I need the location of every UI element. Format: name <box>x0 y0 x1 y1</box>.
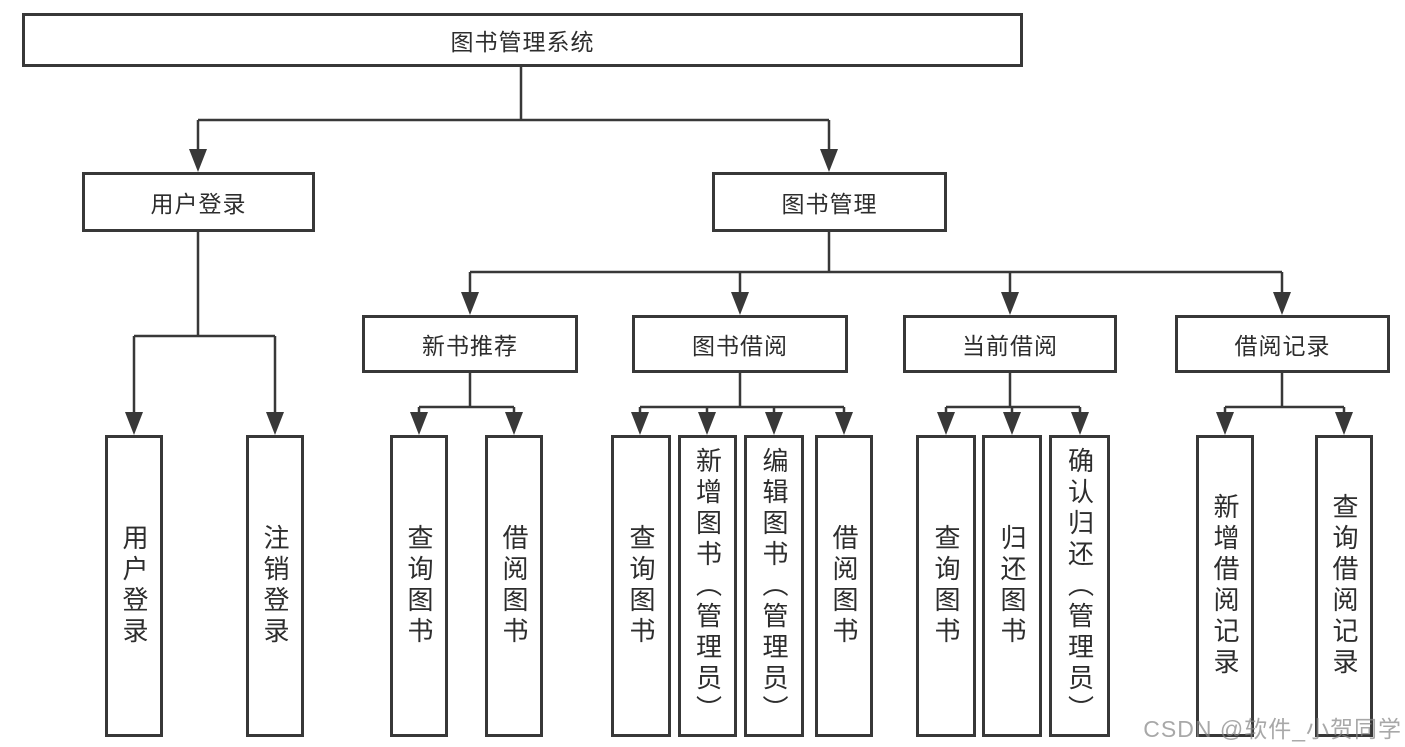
node-label: 用户登录 <box>150 191 247 217</box>
leaf-query-books-current: 查询图书 <box>916 435 976 737</box>
node-borrowing-records: 借阅记录 <box>1175 315 1390 373</box>
leaf-add-book-admin: 新增图书（管理员） <box>678 435 737 737</box>
arrowheads <box>125 149 1353 435</box>
leaf-return-book: 归还图书 <box>982 435 1042 737</box>
node-label: 确认归还（管理员） <box>1064 446 1095 726</box>
node-label: 查询图书 <box>626 524 656 648</box>
node-label: 用户登录 <box>119 524 149 648</box>
leaf-user-login: 用户登录 <box>105 435 163 737</box>
node-label: 借阅图书 <box>499 524 529 648</box>
node-user-login: 用户登录 <box>82 172 315 232</box>
leaf-logout: 注销登录 <box>246 435 304 737</box>
node-new-book-recommendation: 新书推荐 <box>362 315 578 373</box>
leaf-borrow-books-recommend: 借阅图书 <box>485 435 543 737</box>
leaf-query-books-borrow: 查询图书 <box>611 435 671 737</box>
node-label: 注销登录 <box>260 524 290 648</box>
tree-edges <box>132 66 1346 415</box>
node-label: 新书推荐 <box>422 333 518 359</box>
node-label: 查询图书 <box>404 524 434 648</box>
node-current-borrowing: 当前借阅 <box>903 315 1117 373</box>
leaf-query-books-recommend: 查询图书 <box>390 435 448 737</box>
node-label: 归还图书 <box>997 524 1027 648</box>
node-label: 新增图书（管理员） <box>692 446 723 726</box>
leaf-edit-book-admin: 编辑图书（管理员） <box>744 435 804 737</box>
node-label: 图书管理系统 <box>450 29 595 55</box>
node-label: 新增借阅记录 <box>1210 493 1240 679</box>
node-label: 图书借阅 <box>692 333 788 359</box>
node-label: 查询借阅记录 <box>1329 493 1359 679</box>
node-book-borrowing: 图书借阅 <box>632 315 848 373</box>
node-label: 借阅记录 <box>1234 333 1331 359</box>
csdn-watermark: CSDN @软件_小贺同学 <box>1143 716 1402 742</box>
node-label: 图书管理 <box>781 191 878 217</box>
leaf-add-borrow-record: 新增借阅记录 <box>1196 435 1254 737</box>
node-label: 查询图书 <box>931 524 961 648</box>
node-label: 编辑图书（管理员） <box>759 446 789 726</box>
leaf-borrow-books: 借阅图书 <box>815 435 873 737</box>
node-label: 借阅图书 <box>829 524 859 648</box>
leaf-query-borrow-record: 查询借阅记录 <box>1315 435 1373 737</box>
node-label: 当前借阅 <box>962 333 1058 359</box>
node-book-management: 图书管理 <box>712 172 947 232</box>
leaf-confirm-return-admin: 确认归还（管理员） <box>1049 435 1110 737</box>
node-library-management-system: 图书管理系统 <box>22 13 1023 67</box>
